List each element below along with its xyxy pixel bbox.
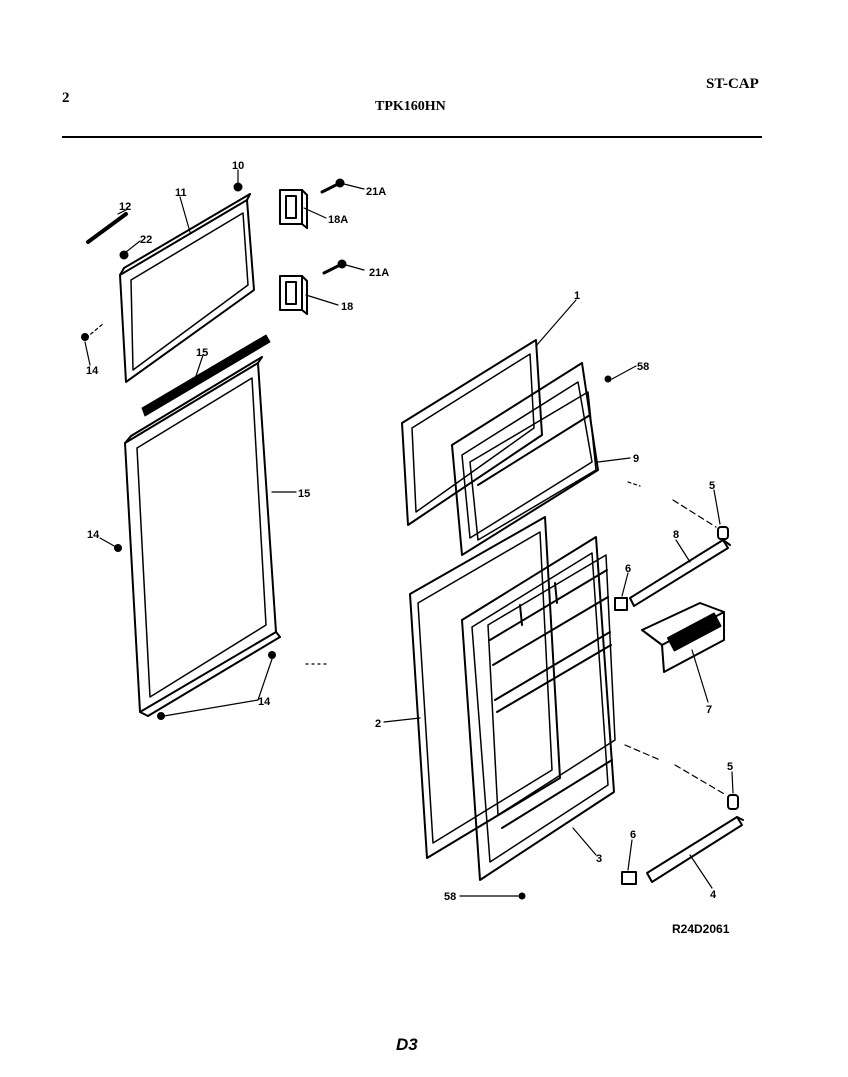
screw-21a-upper: [320, 178, 345, 194]
fresh-food-door-panel: [124, 356, 281, 717]
callout-10: 10: [232, 160, 244, 172]
fresh-food-gasket: [409, 516, 561, 859]
freezer-door-panel: [119, 193, 255, 383]
screw-10: [233, 182, 243, 192]
handle-18: [279, 275, 308, 315]
callout-18: 18: [341, 301, 353, 313]
callout-8: 8: [673, 529, 679, 541]
callout-2: 2: [375, 718, 381, 730]
callout-3: 3: [596, 853, 602, 865]
diagram-reference-code: R24D2061: [672, 922, 730, 936]
screw-58-upper: [604, 375, 612, 383]
header-rule: [62, 136, 762, 138]
page-footer-code: D3: [396, 1035, 418, 1054]
callout-22: 22: [140, 234, 152, 246]
callout-6-upper: 6: [625, 563, 631, 575]
handle-18a: [279, 189, 308, 229]
callout-14-a: 14: [86, 365, 99, 377]
callout-14-b: 14: [87, 529, 100, 541]
callout-58-lower: 58: [444, 891, 456, 903]
fresh-food-inner-door: [461, 536, 616, 881]
door-shelf-bar-4: [646, 816, 744, 883]
leader-lines: [84, 169, 734, 897]
callout-14-c: 14: [258, 696, 271, 708]
screw-14-c: [268, 651, 276, 659]
door-shelf-bar-8: [629, 539, 731, 607]
clip-6-upper: [614, 597, 628, 611]
screw-21a-lower: [322, 259, 347, 275]
callout-18a: 18A: [328, 214, 348, 226]
section-code: ST-CAP: [706, 76, 759, 92]
screw-12: [86, 212, 128, 244]
callout-6-lower: 6: [630, 829, 636, 841]
callout-21a-upper: 21A: [366, 186, 386, 198]
freezer-door-strip: [141, 334, 271, 417]
callout-4: 4: [710, 889, 717, 901]
callout-12: 12: [119, 201, 131, 213]
callout-11: 11: [175, 187, 187, 199]
clip-6-lower: [621, 871, 637, 885]
callout-58-upper: 58: [637, 361, 649, 373]
screw-14-a: [81, 333, 89, 341]
door-bin-7: [641, 602, 725, 673]
page-number: 2: [62, 90, 70, 106]
callout-15-lower: 15: [298, 488, 310, 500]
screw-14-b: [114, 544, 122, 552]
callout-labels: 10 12 11 22 21A 18A 21A 18 14 15 15 14 1…: [86, 160, 733, 903]
callout-9: 9: [633, 453, 639, 465]
screw-58-lower: [518, 892, 526, 900]
model-number: TPK160HN: [375, 99, 446, 114]
callout-5-upper: 5: [709, 480, 715, 492]
freezer-gasket: [401, 339, 543, 526]
callout-21a-lower: 21A: [369, 267, 389, 279]
bracket-5-lower: [727, 794, 739, 810]
freezer-inner-door: [451, 362, 599, 556]
callout-15-upper: 15: [196, 347, 208, 359]
bracket-5-upper: [717, 526, 729, 540]
callout-1: 1: [574, 290, 580, 302]
callout-7: 7: [706, 704, 712, 716]
callout-5-lower: 5: [727, 761, 733, 773]
screw-22: [119, 250, 129, 260]
